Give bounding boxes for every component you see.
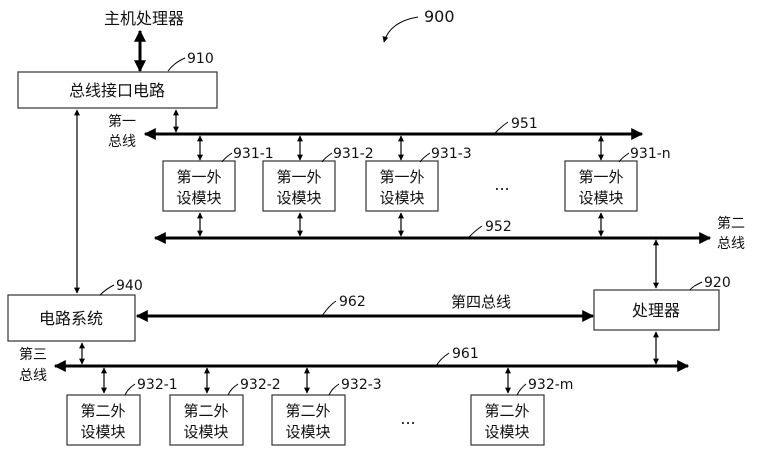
third-bus-leader <box>435 352 450 367</box>
first-bus-label-line2: 总线 <box>108 134 136 150</box>
first-peripheral-3-ref: 931-3 <box>431 146 472 162</box>
second-peripheral-ellipsis: ... <box>400 409 415 428</box>
second-peripheral-2-leader <box>227 383 239 396</box>
second-peripheral-m: 第二外 设模块 932-m <box>470 367 573 446</box>
first-peripheral-3-box <box>365 160 439 212</box>
first-peripheral-n-label-line1: 第一外 <box>578 168 623 186</box>
processor-label: 处理器 <box>632 301 680 320</box>
third-bus-label-line2: 总线 <box>19 368 47 384</box>
second-peripheral-2-box <box>169 394 244 446</box>
second-peripheral-3-ref: 932-3 <box>341 377 382 393</box>
first-peripheral-n-ref: 931-n <box>630 146 671 162</box>
second-peripheral-m-label-line2: 设模块 <box>484 423 529 441</box>
first-peripheral-3: 第一外 设模块 931-3 <box>365 135 472 237</box>
first-peripheral-n-leader <box>618 152 630 163</box>
first-peripheral-3-leader <box>419 152 431 163</box>
first-peripheral-2-ref: 931-2 <box>333 146 374 162</box>
first-peripheral-1-label-line1: 第一外 <box>176 168 221 186</box>
figure-ref-arrow <box>382 16 419 43</box>
first-peripheral-2-label-line1: 第一外 <box>276 168 321 186</box>
second-peripheral-m-leader <box>516 383 527 396</box>
bus-interface-ref: 910 <box>187 51 214 67</box>
first-peripheral-1-box <box>162 160 236 212</box>
circuit-system-label: 电路系统 <box>39 309 103 328</box>
second-peripheral-3-label-line1: 第二外 <box>285 402 330 420</box>
second-bus-label-line2: 总线 <box>717 236 745 252</box>
circuit-system-ref: 940 <box>116 278 143 294</box>
figure-ref-label: 900 <box>424 7 455 26</box>
first-peripheral-2: 第一外 设模块 931-2 <box>262 135 374 237</box>
third-bus-label-line1: 第三 <box>19 346 47 363</box>
second-peripheral-1-ref: 932-1 <box>137 377 178 393</box>
first-peripheral-ellipsis: ... <box>494 175 509 194</box>
second-peripheral-3: 第二外 设模块 932-3 <box>271 367 382 446</box>
first-bus-label-line1: 第一 <box>108 113 136 130</box>
second-peripheral-1-leader <box>124 383 136 396</box>
second-peripheral-3-box <box>271 394 346 446</box>
first-peripheral-n-box <box>564 160 638 212</box>
processor-ref: 920 <box>704 275 731 291</box>
bus-interface-label: 总线接口电路 <box>69 81 165 100</box>
first-peripheral-3-label-line1: 第一外 <box>379 168 424 186</box>
first-bus-leader <box>493 121 509 135</box>
first-peripheral-n-label-line2: 设模块 <box>578 189 623 207</box>
second-bus-ref: 952 <box>485 219 512 235</box>
first-peripheral-1: 第一外 设模块 931-1 <box>162 135 274 237</box>
second-peripheral-m-label-line1: 第二外 <box>484 402 529 420</box>
bus-interface-leader <box>167 57 186 72</box>
first-peripheral-2-leader <box>321 152 333 163</box>
first-peripheral-1-ref: 931-1 <box>233 146 274 162</box>
first-bus-ref: 951 <box>511 116 538 132</box>
processor-leader <box>689 281 703 291</box>
fourth-bus-label: 第四总线 <box>451 293 511 311</box>
first-peripheral-2-label-line2: 设模块 <box>276 189 321 207</box>
second-peripheral-3-leader <box>328 383 340 396</box>
second-peripheral-2-ref: 932-2 <box>240 377 281 393</box>
second-peripheral-m-box <box>470 394 545 446</box>
second-bus-label-line1: 第二 <box>717 215 745 232</box>
second-peripheral-1-box <box>66 394 141 446</box>
second-peripheral-m-ref: 932-m <box>528 377 573 393</box>
circuit-system-leader <box>99 284 115 296</box>
host-processor-label: 主机处理器 <box>104 9 184 28</box>
second-peripheral-1-label-line1: 第二外 <box>80 402 125 420</box>
first-peripheral-1-label-line2: 设模块 <box>176 189 221 207</box>
fourth-bus-leader <box>321 300 337 317</box>
processor-box <box>593 289 720 331</box>
second-peripheral-2-label-line1: 第二外 <box>183 402 228 420</box>
first-peripheral-2-box <box>262 160 336 212</box>
second-peripheral-2: 第二外 设模块 932-2 <box>169 367 281 446</box>
second-peripheral-1-label-line2: 设模块 <box>80 423 125 441</box>
first-peripheral-n: 第一外 设模块 931-n <box>564 135 671 237</box>
second-bus-leader <box>467 225 483 239</box>
first-peripheral-3-label-line2: 设模块 <box>379 189 424 207</box>
second-peripheral-1: 第二外 设模块 932-1 <box>66 367 178 446</box>
first-peripheral-1-leader <box>221 152 233 163</box>
fourth-bus-ref: 962 <box>339 294 366 310</box>
bus-interface-box <box>17 71 218 109</box>
circuit-system-box <box>7 294 136 342</box>
third-bus-ref: 961 <box>452 346 479 362</box>
second-peripheral-3-label-line2: 设模块 <box>285 423 330 441</box>
second-peripheral-2-label-line2: 设模块 <box>183 423 228 441</box>
